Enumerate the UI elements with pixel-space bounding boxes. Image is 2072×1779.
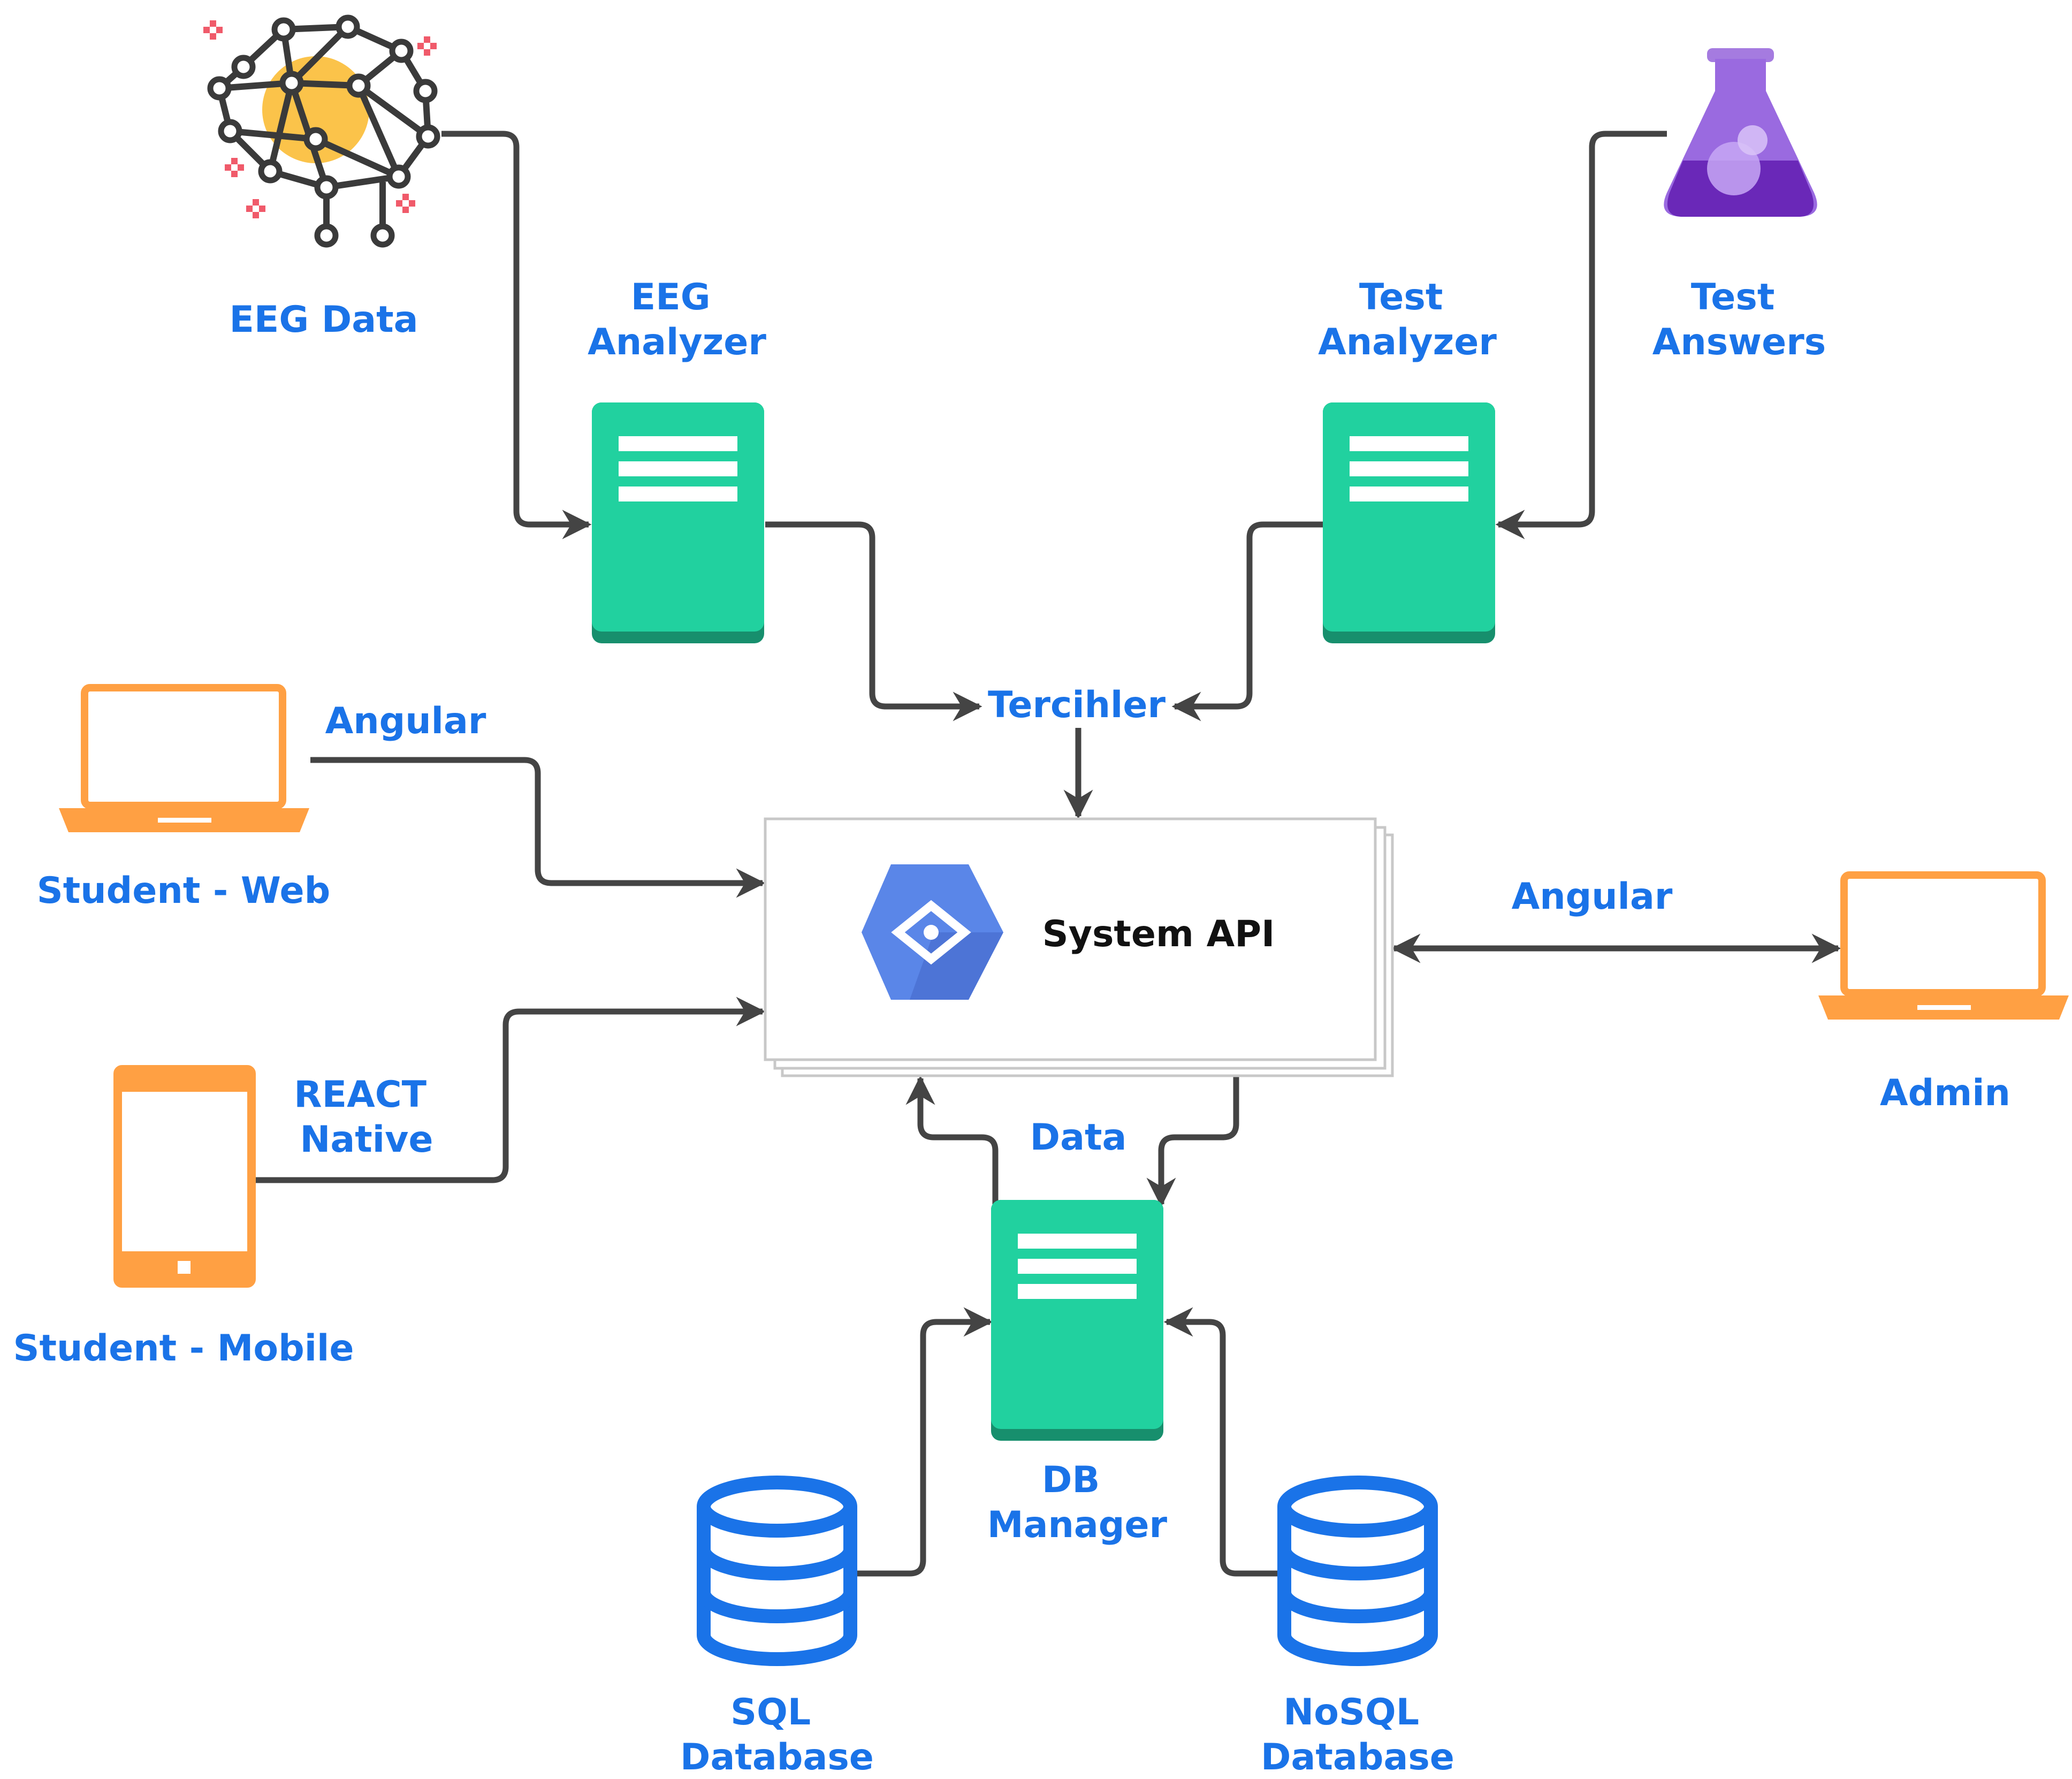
database-icon [697, 1476, 857, 1666]
edge-student-web-to-system-api [310, 757, 766, 898]
angular-web-edge-label: Angular [325, 700, 486, 742]
edge-system-api-to-db-manager [1146, 1073, 1239, 1207]
system-api-label: System API [1042, 913, 1275, 955]
database-icon [1277, 1476, 1438, 1666]
student-web-label: Student - Web [37, 870, 331, 912]
edge-eeg-data-to-eeg-analyzer [441, 131, 592, 539]
test-analyzer-node: Test Analyzer [1318, 276, 1497, 643]
student-web-node: Student - Web [37, 684, 331, 912]
brain-network-icon [203, 14, 440, 248]
sql-database-node: SQL Database [680, 1476, 874, 1778]
system-api-node: System API [764, 817, 1394, 1077]
eeg-analyzer-node: EEG Analyzer [588, 276, 766, 643]
db-manager-node: DB Manager [987, 1200, 1168, 1546]
student-mobile-node: Student - Mobile [13, 1065, 354, 1370]
edge-db-manager-to-system-api [905, 1075, 999, 1204]
angular-admin-edge-label: Angular [1512, 876, 1673, 918]
edge-student-mobile-to-system-api [254, 997, 766, 1183]
edge-test-answers-to-test-analyzer [1495, 131, 1667, 539]
laptop-icon [59, 684, 309, 832]
edge-nosql-to-db-manager [1163, 1307, 1279, 1577]
eeg-analyzer-label: EEG Analyzer [588, 276, 766, 363]
flask-icon [1664, 48, 1817, 217]
system-api-card [764, 817, 1394, 1077]
server-icon [592, 402, 764, 643]
sql-database-label: SQL Database [680, 1691, 874, 1778]
nosql-database-label: NoSQL Database [1261, 1691, 1454, 1778]
data-edge-label: Data [1030, 1116, 1127, 1159]
server-icon [991, 1200, 1163, 1441]
test-answers-label: Test Answers [1652, 276, 1826, 363]
connectors [254, 131, 1841, 1577]
eeg-data-label: EEG Data [229, 299, 418, 341]
laptop-icon [1818, 871, 2069, 1020]
edge-eeg-analyzer-to-tercihler [765, 521, 982, 721]
eeg-data-node: EEG Data [203, 14, 440, 341]
db-manager-label: DB Manager [987, 1459, 1168, 1546]
hexagon-eye-icon [862, 864, 1003, 1000]
test-answers-node: Test Answers [1652, 48, 1826, 363]
tercihler-label: Tercihler [988, 684, 1166, 726]
server-icon [1323, 402, 1495, 643]
smartphone-icon [113, 1065, 256, 1288]
edge-sql-to-db-manager [856, 1307, 993, 1577]
admin-node: Admin [1818, 871, 2069, 1114]
student-mobile-label: Student - Mobile [13, 1327, 354, 1370]
react-native-edge-label: REACT Native [294, 1074, 439, 1161]
admin-label: Admin [1880, 1072, 2010, 1114]
edge-test-analyzer-to-tercihler [1171, 521, 1327, 721]
test-analyzer-label: Test Analyzer [1318, 276, 1497, 363]
nosql-database-node: NoSQL Database [1261, 1476, 1454, 1778]
